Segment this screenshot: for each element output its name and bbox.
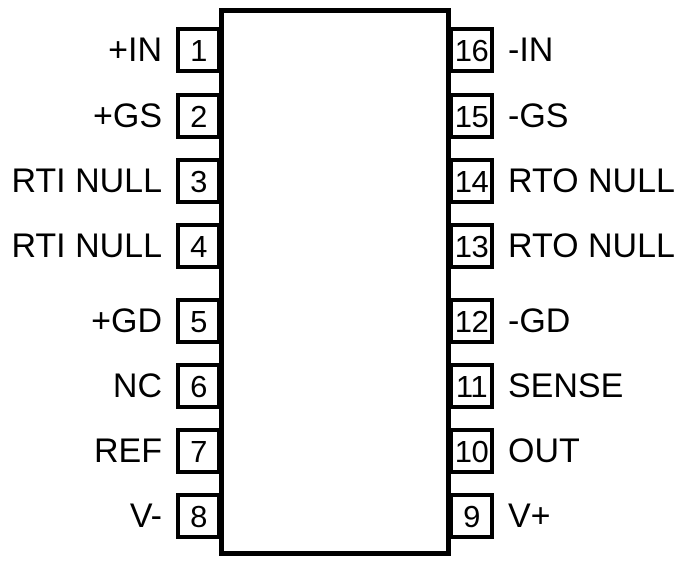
pin-label-4: RTI NULL [11, 227, 162, 265]
pin-number-box-9[interactable]: 9 [449, 493, 494, 539]
pin-number-box-5[interactable]: 5 [176, 298, 221, 344]
pin-row-15[interactable]: 15 -GS [449, 93, 687, 139]
pin-label-16: -IN [508, 31, 554, 69]
pin-number-box-4[interactable]: 4 [176, 223, 221, 269]
pin-number-box-2[interactable]: 2 [176, 93, 221, 139]
pin-number-box-3[interactable]: 3 [176, 158, 221, 204]
pin-number-box-16[interactable]: 16 [449, 27, 494, 73]
pin-label-6: NC [112, 367, 162, 405]
pin-label-11: SENSE [508, 367, 624, 405]
pin-row-3[interactable]: RTI NULL 3 [0, 158, 221, 204]
pin-number-box-15[interactable]: 15 [449, 93, 494, 139]
pin-row-13[interactable]: 13 RTO NULL [449, 223, 687, 269]
pin-number-box-13[interactable]: 13 [449, 223, 494, 269]
pin-label-5: +GD [91, 302, 162, 340]
pin-number-box-1[interactable]: 1 [176, 27, 221, 73]
pin-row-14[interactable]: 14 RTO NULL [449, 158, 687, 204]
pin-row-7[interactable]: REF 7 [0, 428, 221, 474]
pin-label-10: OUT [508, 432, 580, 470]
pin-label-8: V- [129, 497, 162, 535]
pin-number-box-11[interactable]: 11 [449, 363, 494, 409]
pin-row-5[interactable]: +GD 5 [0, 298, 221, 344]
pin-row-4[interactable]: RTI NULL 4 [0, 223, 221, 269]
pin-number-box-7[interactable]: 7 [176, 428, 221, 474]
pin-label-14: RTO NULL [508, 162, 675, 200]
pin-number-box-12[interactable]: 12 [449, 298, 494, 344]
pin-row-9[interactable]: 9 V+ [449, 493, 687, 539]
pin-row-1[interactable]: +IN 1 [0, 27, 221, 73]
pin-label-12: -GD [508, 302, 571, 340]
pin-number-box-8[interactable]: 8 [176, 493, 221, 539]
pin-row-2[interactable]: +GS 2 [0, 93, 221, 139]
pin-number-box-10[interactable]: 10 [449, 428, 494, 474]
pin-label-1: +IN [108, 31, 162, 69]
ic-body-outline [219, 8, 451, 556]
pin-number-box-14[interactable]: 14 [449, 158, 494, 204]
pin-row-8[interactable]: V- 8 [0, 493, 221, 539]
pin-row-16[interactable]: 16 -IN [449, 27, 687, 73]
pin-label-7: REF [94, 432, 162, 470]
pin-number-box-6[interactable]: 6 [176, 363, 221, 409]
pin-row-11[interactable]: 11 SENSE [449, 363, 687, 409]
pin-label-9: V+ [508, 497, 551, 535]
pin-row-6[interactable]: NC 6 [0, 363, 221, 409]
pin-row-10[interactable]: 10 OUT [449, 428, 687, 474]
pin-row-12[interactable]: 12 -GD [449, 298, 687, 344]
pin-label-2: +GS [93, 97, 162, 135]
pin-label-13: RTO NULL [508, 227, 675, 265]
pin-label-15: -GS [508, 97, 569, 135]
pin-label-3: RTI NULL [11, 162, 162, 200]
